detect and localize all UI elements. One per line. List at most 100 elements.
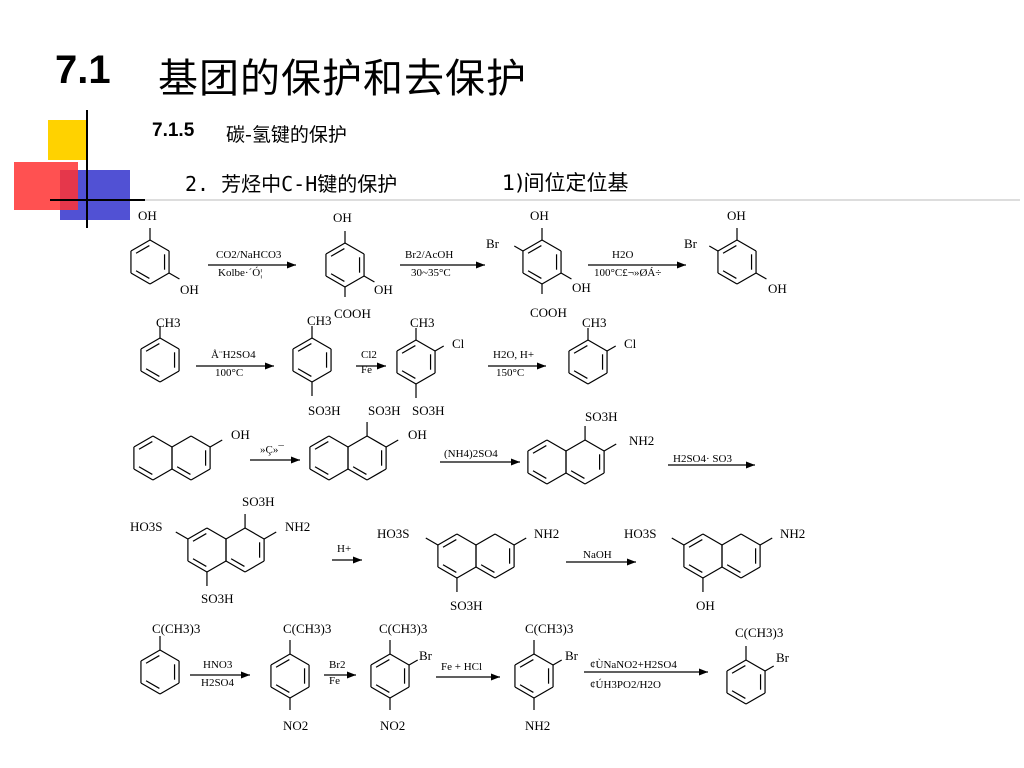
- section-heading: 2. 芳烃中C-H键的保护: [185, 172, 398, 196]
- subtitle: 碳-氢键的保护: [226, 124, 347, 146]
- r2-m2-bond: [311, 337, 332, 350]
- r5-m3-sub: [408, 659, 419, 666]
- r4-m3-l-double-bond: [688, 564, 703, 573]
- r1-m3-oh-right: OH: [572, 280, 591, 295]
- r5-m1-bond: [159, 682, 180, 695]
- r4-m2-so3h: SO3H: [450, 598, 483, 613]
- r1-m2-oh-top: OH: [333, 210, 352, 225]
- r3-m3-r-double-bond: [570, 470, 585, 479]
- page-title: 基团的保护和去保护: [158, 56, 527, 102]
- r2-a2-head: [377, 362, 386, 370]
- r1-m2-cooh: COOH: [334, 306, 371, 321]
- r1-m3-bond: [541, 272, 562, 285]
- r2-m4-sub: [606, 345, 617, 352]
- r1-m1-double-bond: [135, 270, 150, 279]
- r5-m1-double-bond: [145, 680, 160, 689]
- r4-m3-l-bond: [683, 566, 704, 579]
- r2-m4-ch3: CH3: [582, 315, 607, 330]
- r4-m2-l-double-bond: [442, 539, 457, 548]
- r1-m4-sub: [708, 245, 719, 252]
- r4-m3-sub: [759, 537, 773, 546]
- r1-m4-bond: [717, 239, 738, 252]
- r3-m1-l-bond: [133, 435, 154, 448]
- r5-m4-double-bond: [519, 659, 534, 668]
- r4-m1-l-bond: [187, 560, 208, 573]
- r4-m2-r-double-bond: [480, 564, 495, 573]
- r2-m3-bond: [396, 372, 417, 385]
- bond-drawings: [130, 228, 775, 710]
- r4-m1-sub: [175, 531, 189, 540]
- r3-m3-so3h: SO3H: [585, 409, 618, 424]
- r4-m3-nh2: NH2: [780, 526, 805, 541]
- r3-m3-r-bond: [584, 439, 605, 452]
- r4-m2-l-bond: [456, 533, 477, 546]
- r1-a3-top: H2O: [612, 249, 633, 261]
- r4-m3-l-bond: [702, 566, 723, 579]
- r1-m4-bond: [736, 239, 757, 252]
- r5-m4-nh2: NH2: [525, 718, 550, 733]
- r4-m2-r-bond: [494, 566, 515, 579]
- r2-m1-bond: [140, 370, 161, 383]
- r3-m1-sub: [209, 439, 223, 448]
- r5-a1-head: [241, 671, 250, 679]
- r5-a2-bot: Fe: [329, 675, 340, 687]
- r5-m4-bond: [533, 653, 554, 666]
- r1-a2-head: [476, 261, 485, 269]
- r5-a4-head: [699, 668, 708, 676]
- r4-m1-r-bond: [225, 527, 246, 540]
- r4-m1-r-double-bond: [230, 558, 245, 567]
- r5-m5-bond: [726, 659, 747, 672]
- r4-m3-l-bond: [683, 533, 704, 546]
- r2-m1-ch3: CH3: [156, 315, 181, 330]
- r4-m3-r-double-bond: [726, 564, 741, 573]
- r5-m2-bond: [270, 686, 291, 699]
- r1-m3-bond: [522, 272, 543, 285]
- r3-m1-l-double-bond: [138, 441, 153, 450]
- r5-m3-bond: [389, 686, 410, 699]
- r1-m3-cooh: COOH: [530, 305, 567, 320]
- r3-m2-oh: OH: [408, 427, 427, 442]
- r4-m2-nh2: NH2: [534, 526, 559, 541]
- r5-m5-br: Br: [776, 650, 790, 665]
- r5-m4-br: Br: [565, 648, 579, 663]
- r4-m1-so3h-top: SO3H: [242, 494, 275, 509]
- r4-m2-ho3s: HO3S: [377, 526, 410, 541]
- r1-a3-head: [677, 261, 686, 269]
- r2-m3-bond: [415, 339, 436, 352]
- r2-m3-bond: [415, 372, 436, 385]
- r3-m1-r-bond: [190, 468, 211, 481]
- r3-a3-top: H2SO4· SO3: [673, 453, 732, 465]
- r2-m2-double-bond: [297, 343, 312, 352]
- r5-m1-tbu: C(CH3)3: [152, 621, 200, 636]
- r2-m4-bond: [568, 339, 589, 352]
- r1-m3-bond: [541, 239, 562, 252]
- r4-m1-l-double-bond: [192, 558, 207, 567]
- r3-a1-top: »Ç»¯: [260, 444, 284, 456]
- r2-m3-ch3: CH3: [410, 315, 435, 330]
- r2-m2-bond: [292, 370, 313, 383]
- r4-a2-head: [627, 558, 636, 566]
- r4-m1-so3h-bot: SO3H: [201, 591, 234, 606]
- r2-m3-bond: [396, 339, 417, 352]
- r2-m3-so3h: SO3H: [412, 403, 445, 418]
- r4-m1-nh2: NH2: [285, 519, 310, 534]
- r2-m2-double-bond: [297, 368, 312, 377]
- r1-m2-sub: [363, 275, 375, 283]
- r1-m1-bond: [130, 272, 151, 285]
- r5-m1-double-bond: [145, 655, 160, 664]
- r3-m3-l-double-bond: [532, 445, 547, 454]
- r3-m3-l-bond: [527, 472, 548, 485]
- r1-m1-sub: [168, 272, 180, 280]
- r5-m4-bond: [533, 686, 554, 699]
- r2-m3-double-bond: [401, 345, 416, 354]
- r5-a1-top: HNO3: [203, 659, 233, 671]
- r5-m3-bond: [389, 653, 410, 666]
- r5-m3-bond: [370, 686, 391, 699]
- r3-m1-oh: OH: [231, 427, 250, 442]
- r1-m1-bond: [130, 239, 151, 252]
- r2-a1-top: Å¨H2SO4: [211, 349, 256, 361]
- r5-m5-tbu: C(CH3)3: [735, 625, 783, 640]
- r4-m2-sub: [425, 537, 439, 546]
- r1-m3-br: Br: [486, 236, 500, 251]
